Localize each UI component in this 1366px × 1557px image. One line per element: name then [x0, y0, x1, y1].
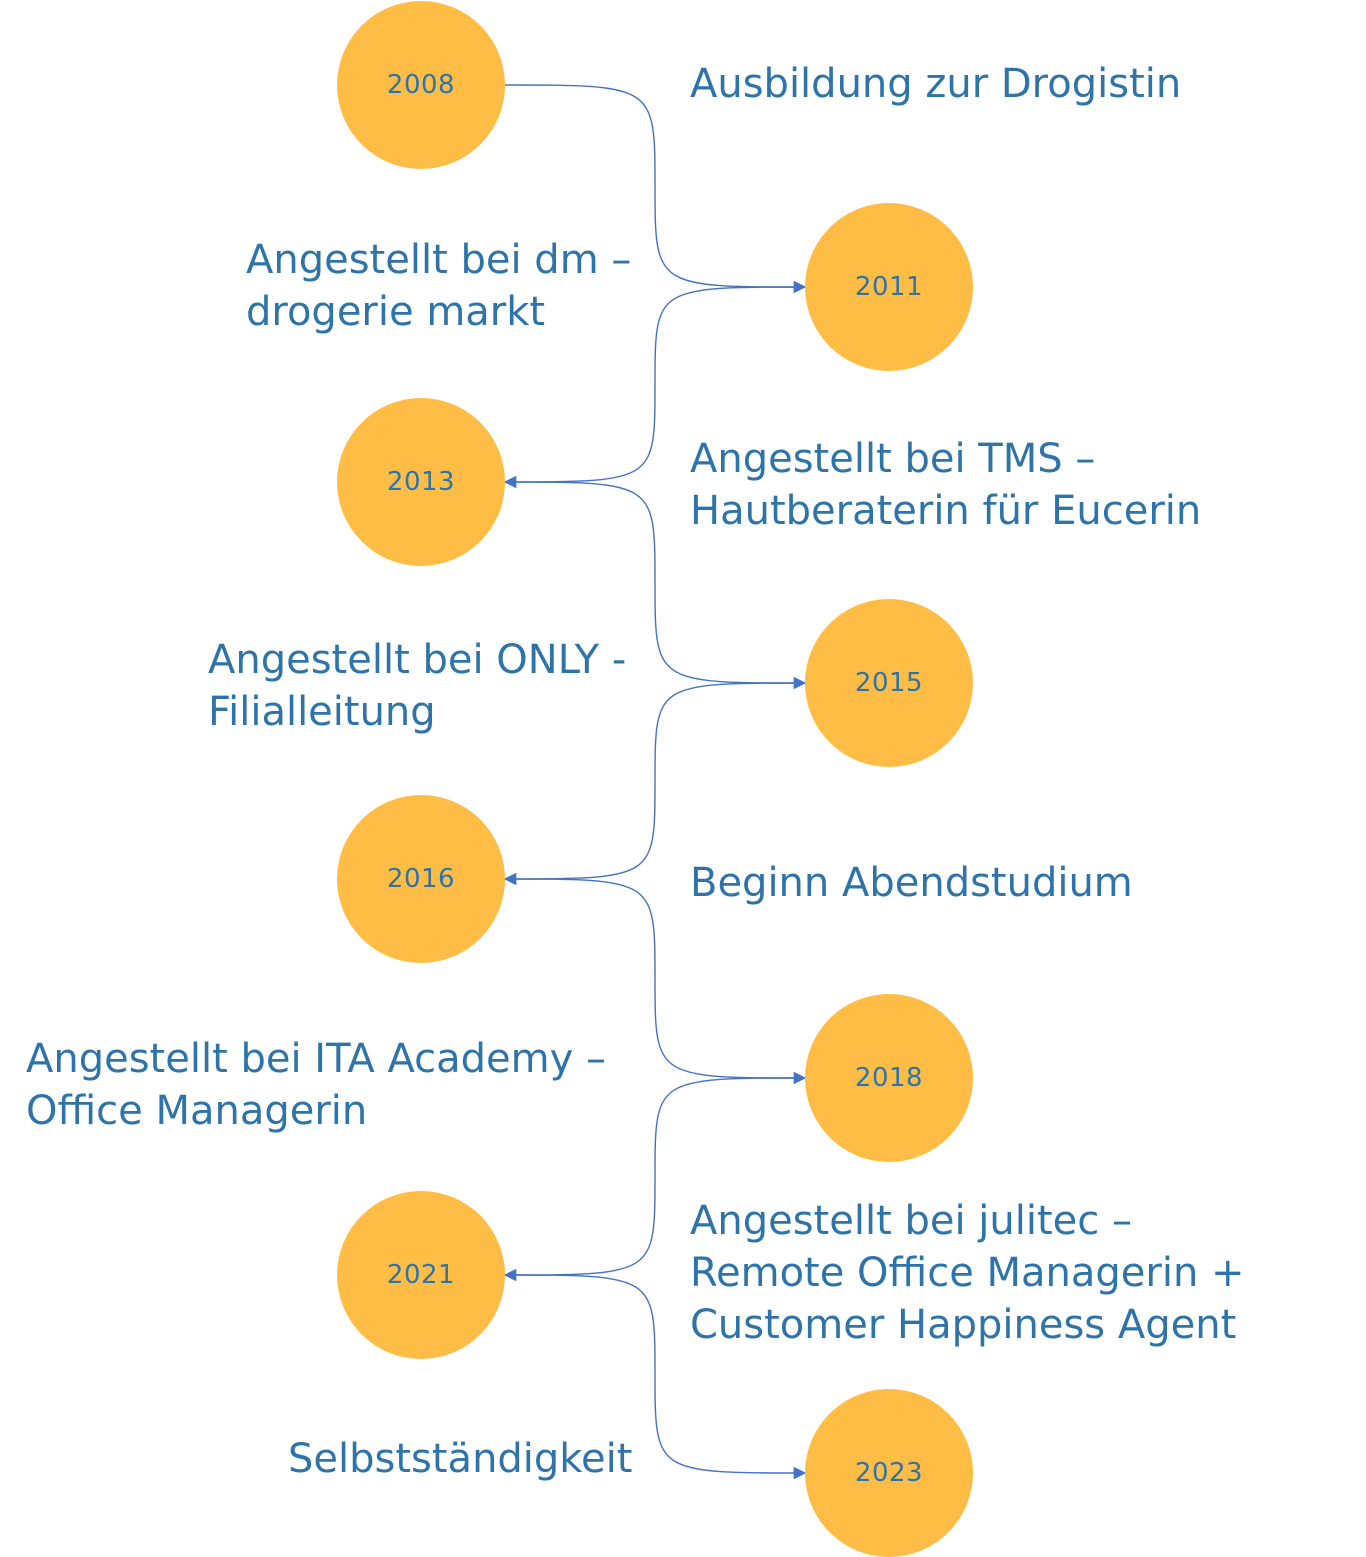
- year-node-2021: 2021: [337, 1191, 505, 1359]
- year-label: 2015: [854, 668, 924, 698]
- year-label: 2008: [386, 70, 456, 100]
- event-description-2015: Angestellt bei ONLY - Filialleitung: [208, 634, 626, 738]
- event-text-line: Remote Office Managerin +: [690, 1250, 1245, 1296]
- event-text-line: Angestellt bei ONLY -: [208, 637, 627, 683]
- event-description-2011: Angestellt bei dm – drogerie markt: [246, 234, 631, 338]
- year-node-2023: 2023: [805, 1389, 973, 1557]
- year-node-2008: 2008: [337, 1, 505, 169]
- connector-arrow: [504, 481, 807, 690]
- connector-arrow: [503, 286, 806, 489]
- event-text-line: Angestellt bei julitec –: [690, 1198, 1132, 1244]
- event-text-line: Office Managerin: [26, 1088, 368, 1134]
- event-description-2018: Angestellt bei ITA Academy – Office Mana…: [26, 1033, 606, 1137]
- event-text-line: Ausbildung zur Drogistin: [690, 61, 1182, 107]
- year-node-2013: 2013: [337, 398, 505, 566]
- year-label: 2016: [386, 864, 456, 894]
- event-text-line: Angestellt bei TMS –: [690, 436, 1096, 482]
- year-node-2015: 2015: [805, 599, 973, 767]
- event-text-line: Beginn Abendstudium: [690, 860, 1133, 906]
- connector-arrow: [503, 1077, 806, 1282]
- event-description-2023: Selbstständigkeit: [288, 1433, 632, 1485]
- year-label: 2011: [854, 272, 924, 302]
- event-description-2016: Beginn Abendstudium: [690, 857, 1133, 909]
- event-text-line: Angestellt bei ITA Academy –: [26, 1036, 607, 1082]
- event-description-2008: Ausbildung zur Drogistin: [690, 58, 1181, 110]
- event-description-2021: Angestellt bei julitec – Remote Office M…: [690, 1195, 1245, 1351]
- event-text-line: Customer Happiness Agent: [690, 1302, 1237, 1348]
- year-label: 2023: [854, 1458, 924, 1488]
- event-text-line: Hautberaterin für Eucerin: [690, 488, 1202, 534]
- connector-arrow: [504, 84, 807, 294]
- event-text-line: Selbstständigkeit: [288, 1436, 633, 1482]
- year-label: 2013: [386, 467, 456, 497]
- year-node-2018: 2018: [805, 994, 973, 1162]
- year-node-2011: 2011: [805, 203, 973, 371]
- year-node-2016: 2016: [337, 795, 505, 963]
- event-text-line: Filialleitung: [208, 689, 436, 735]
- connector-arrow: [503, 682, 806, 886]
- year-label: 2021: [386, 1260, 456, 1290]
- year-label: 2018: [854, 1063, 924, 1093]
- connector-arrow: [504, 1274, 807, 1480]
- connector-arrow: [504, 878, 807, 1085]
- event-description-2013: Angestellt bei TMS – Hautberaterin für E…: [690, 433, 1201, 537]
- event-text-line: Angestellt bei dm –: [246, 237, 632, 283]
- event-text-line: drogerie markt: [246, 289, 546, 335]
